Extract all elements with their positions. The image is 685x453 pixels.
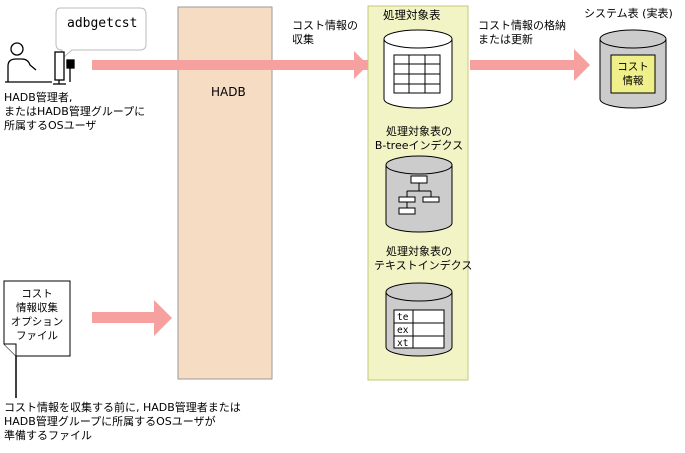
text-index-title: 処理対象表の テキストインデクス bbox=[374, 245, 473, 273]
option-file-line-4: ファイル bbox=[16, 330, 58, 342]
target-table-title: 処理対象表 bbox=[383, 8, 441, 22]
option-file-line-1: コスト bbox=[21, 288, 53, 300]
option-arrow-body bbox=[92, 312, 156, 323]
btree-index-cylinder bbox=[385, 155, 453, 233]
option-note-line-2: HADB管理グループに所属するOSユーザが bbox=[4, 415, 216, 428]
store-label: コスト情報の格納 または更新 bbox=[478, 19, 566, 47]
store-label-line-1: コスト情報の格納 bbox=[478, 19, 566, 32]
text-title-line-2: テキストインデクス bbox=[374, 259, 473, 272]
text-title-line-1: 処理対象表の bbox=[386, 245, 452, 258]
option-file-icon bbox=[3, 280, 71, 398]
btree-index-title: 処理対象表の B-treeインデクス bbox=[374, 125, 464, 153]
collect-arrow-body bbox=[92, 60, 368, 70]
btree-title-line-2: B-treeインデクス bbox=[374, 139, 464, 152]
system-table-cylinder bbox=[599, 29, 667, 109]
command-text: adbgetcst bbox=[67, 16, 138, 31]
collect-label-line-2: 収集 bbox=[292, 33, 314, 46]
target-table-cylinder bbox=[383, 29, 453, 109]
text-index-cell-2: ex bbox=[397, 325, 409, 336]
user-label-line-2: またはHADB管理グループに bbox=[4, 105, 146, 118]
collect-arrow-head bbox=[354, 51, 368, 79]
user-computer-icon bbox=[5, 42, 75, 85]
text-index-cell-3: xt bbox=[397, 338, 409, 349]
user-label-line-1: HADB管理者, bbox=[4, 91, 73, 104]
hadb-label: HADB bbox=[211, 85, 246, 99]
store-arrow-head bbox=[574, 49, 590, 81]
option-note-line-1: コスト情報を収集する前に, HADB管理者または bbox=[4, 401, 241, 414]
cost-info-label: コスト 情報 bbox=[611, 60, 655, 88]
option-file-line-2: 情報収集 bbox=[16, 302, 58, 314]
option-file-note: コスト情報を収集する前に, HADB管理者または HADB管理グループに所属する… bbox=[4, 401, 241, 443]
option-arrow-head bbox=[154, 300, 172, 336]
store-label-line-2: または更新 bbox=[478, 33, 533, 46]
collect-label-line-1: コスト情報の bbox=[292, 19, 358, 32]
btree-title-line-1: 処理対象表の bbox=[386, 125, 452, 138]
cost-info-line-1: コスト bbox=[617, 61, 649, 73]
option-file-line-3: オプション bbox=[10, 316, 64, 328]
option-note-line-3: 準備するファイル bbox=[4, 429, 92, 442]
cost-info-line-2: 情報 bbox=[622, 75, 644, 87]
text-index-cell-1: te bbox=[397, 312, 409, 323]
user-label-line-3: 所属するOSユーザ bbox=[4, 119, 97, 132]
store-arrow-body bbox=[470, 60, 576, 70]
text-index-cells: te ex xt bbox=[397, 311, 408, 350]
option-file-label: コスト 情報収集 オプション ファイル bbox=[6, 287, 68, 343]
collect-label: コスト情報の 収集 bbox=[292, 19, 358, 47]
user-label: HADB管理者, またはHADB管理グループに 所属するOSユーザ bbox=[4, 91, 145, 133]
system-table-title: システム表 (実表) bbox=[584, 7, 673, 20]
text-index-cylinder bbox=[385, 282, 453, 357]
command-bubble bbox=[55, 7, 147, 64]
